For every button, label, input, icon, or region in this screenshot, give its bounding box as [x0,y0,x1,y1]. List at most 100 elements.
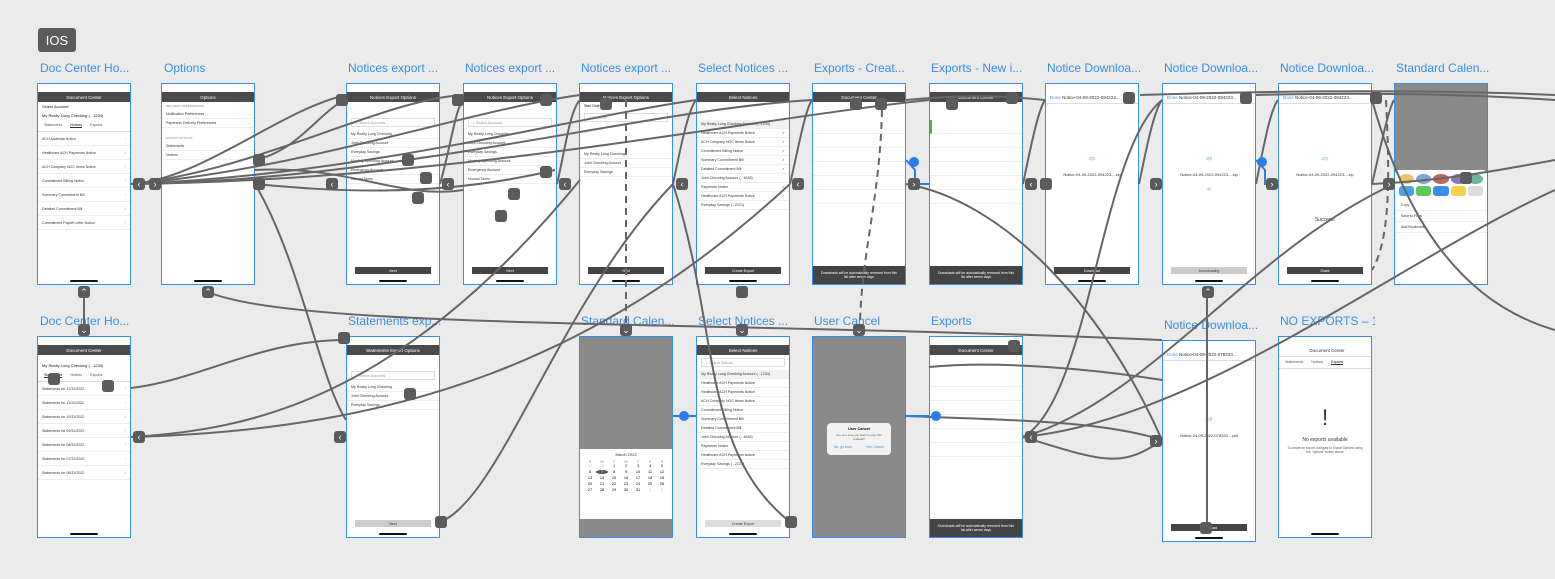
tab-exports[interactable]: Exports [1331,360,1344,365]
calendar-day[interactable]: 8 [612,470,616,474]
list-item[interactable]: Summary Commitment Bill✓ [697,156,789,165]
calendar-day[interactable]: 19 [659,476,665,480]
share-button[interactable]: Share [1287,267,1363,274]
done-button[interactable]: Done [1167,352,1178,357]
list-item[interactable]: Commitment Billing Notice› [38,174,130,188]
flow-handle-chevron-down-icon[interactable]: ⌄ [736,324,748,336]
list-item[interactable] [930,148,1022,162]
calendar-day[interactable]: 12 [659,470,665,474]
notes-icon[interactable] [1450,186,1466,196]
list-item[interactable]: Statements for 11/31/2022› [38,396,130,410]
list-item[interactable] [930,120,1022,134]
flow-handle-chevron-right-icon[interactable]: › [908,178,920,190]
list-item[interactable]: Notices› [162,151,254,160]
next-button[interactable]: Next [355,520,431,527]
search-input[interactable]: ⌕ Search Accounts [351,371,435,380]
tab-statements[interactable]: Statements [44,373,63,378]
flow-handle-chevron-up-icon[interactable]: ⌃ [1202,286,1214,298]
frame-share-sheet[interactable]: Copy Save to Files Add Bookmark [1394,83,1488,285]
list-item[interactable]: Summary Commitment Bill› [38,188,130,202]
calendar-day[interactable]: 7 [596,470,608,474]
calendar-day[interactable]: 17 [635,476,641,480]
frame-doc-center-home[interactable]: Document Center Select Account My Really… [37,83,131,285]
frame-notices-export-2[interactable]: Notices Export Options ⌕ Search Accounts… [463,83,557,285]
list-item[interactable]: Everyday Savings [580,168,672,177]
no-go-back-button[interactable]: No, go back [833,445,853,449]
list-item[interactable]: Healthcare ACH Payments Notice✓ [697,192,789,201]
tab-statements[interactable]: Statements [44,123,63,127]
frame-user-cancel[interactable]: User Cancel Are you sure you want to sto… [812,336,906,538]
frame-no-exports[interactable]: Document Center Statements Notices Expor… [1278,336,1372,538]
list-item[interactable] [813,120,905,134]
download-button[interactable]: Download [1171,524,1247,531]
calendar-day[interactable]: 9 [624,470,628,474]
flow-handle-chevron-right-icon[interactable]: › [1150,178,1162,190]
calendar-day[interactable]: 2 [624,464,628,468]
account-select[interactable]: My Really Long Checking (...1234) [42,363,104,368]
list-item[interactable]: Healthcare ACH Payments Notice [697,379,789,388]
list-item[interactable]: Commitment Billing Notice [697,406,789,415]
calendar-day[interactable]: 20 [587,482,593,486]
calendar-day[interactable]: 28 [599,488,605,492]
calendar-day[interactable]: 15 [611,476,617,480]
list-item[interactable] [930,415,1022,429]
list-item[interactable]: My Really Long Checking [580,150,672,159]
tab-statements[interactable]: Statements [1285,360,1304,364]
done-button[interactable]: Done [1167,95,1178,100]
frame-notice-download-3[interactable]: Done Notice-04-09-2022-094223... zip Not… [1278,83,1372,285]
account-select[interactable]: My Really Long Checking (...1234) [42,113,104,118]
messages-icon[interactable] [1416,186,1432,196]
frame-notices-export-3[interactable]: Notices Export Options Start Date 03/07/… [579,83,673,285]
calendar-day[interactable]: 25 [647,482,653,486]
list-item[interactable]: My Really Long Checking [347,130,439,139]
flow-handle-chevron-up-icon[interactable]: ⌃ [78,286,90,298]
contact-avatar[interactable] [1399,174,1415,184]
create-export-button[interactable]: Create Export [705,520,781,527]
tab-exports[interactable]: Exports [90,373,103,377]
list-item[interactable] [930,176,1022,190]
calendar-day[interactable]: 28 [599,464,605,468]
list-item[interactable]: Payments Notice✓ [697,183,789,192]
frame-statements-export[interactable]: Statements Export Options ⌕ Search Accou… [346,336,440,538]
contact-avatar[interactable] [1450,174,1466,184]
list-item[interactable]: Everyday Savings [347,401,439,410]
calendar-day[interactable]: 27 [587,488,593,492]
next-button[interactable]: Next [472,267,548,274]
list-item[interactable]: Normal Taxes [464,175,556,184]
next-button[interactable]: Next [355,267,431,274]
save-to-files-action[interactable]: Save to Files [1395,211,1487,222]
list-item[interactable]: Statements for 10/31/2022› [38,410,130,424]
list-item[interactable] [813,190,905,204]
list-item[interactable]: Everyday Savings (...2221) [697,201,789,210]
list-item[interactable]: Statements› [162,142,254,151]
list-item[interactable] [813,176,905,190]
list-item[interactable]: Emergency Account [464,166,556,175]
search-input[interactable]: ⌕ Search Accounts [468,118,552,127]
copy-action[interactable]: Copy [1395,200,1487,211]
calendar-day[interactable]: 16 [623,476,629,480]
calendar-day[interactable]: 11 [648,470,652,474]
list-item[interactable]: Healthcare ACH Payments Notice✓ [697,129,789,138]
list-item[interactable]: Everyday Savings [347,148,439,157]
more-icon[interactable] [1467,186,1483,196]
calendar-day[interactable]: 18 [647,476,653,480]
calendar-day[interactable]: 4 [648,464,652,468]
list-item[interactable]: Commitment Payoff Letter Notice› [38,216,130,230]
list-item[interactable]: My Really Long Checking Account (...1234… [697,120,789,129]
contact-avatar[interactable] [1467,174,1483,184]
flow-handle-chevron-up-icon[interactable]: ⌃ [202,286,214,298]
search-input[interactable]: ⌕ Search Notices [701,358,785,367]
contact-avatar[interactable] [1433,174,1449,184]
flow-handle-chevron-left-icon[interactable]: ‹ [1025,431,1037,443]
done-button[interactable]: Done [1050,95,1061,100]
list-item[interactable] [930,162,1022,176]
frame-notice-download-2[interactable]: Done Notice-04-09-2022-094223... zip Not… [1162,83,1256,285]
list-item[interactable]: Detailed Commitment Bill› [38,202,130,216]
list-item[interactable]: Statements for 07/31/2022› [38,452,130,466]
list-item[interactable]: Notification Preferences› [162,110,254,119]
list-item[interactable]: Joint Checking Account [347,392,439,401]
list-item[interactable]: Detailed Commitment Bill [697,424,789,433]
calendar-day[interactable]: 30 [623,488,629,492]
calendar-day[interactable]: 24 [635,482,641,486]
list-item[interactable]: Everyday Savings (...2221) [697,460,789,469]
